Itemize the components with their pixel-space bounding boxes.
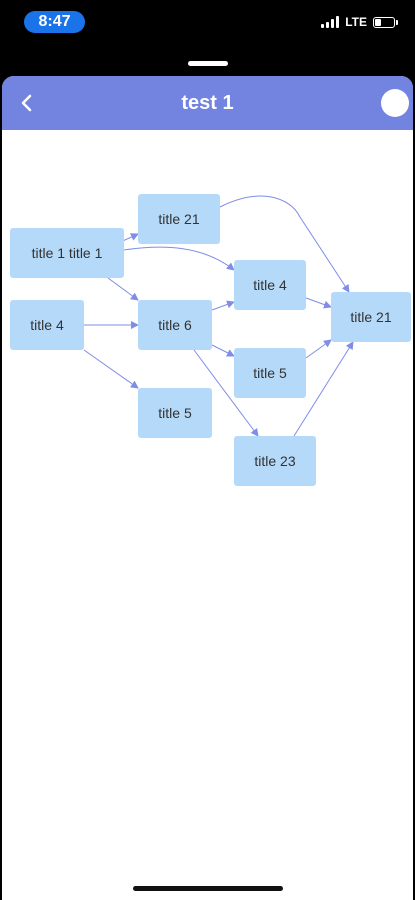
status-bar: 8:47 LTE — [0, 0, 415, 44]
chevron-left-icon — [21, 94, 32, 112]
graph-edge — [211, 344, 235, 357]
graph-edge — [305, 339, 332, 359]
status-time: 8:47 — [24, 11, 85, 33]
graph-node[interactable]: title 5 — [138, 388, 212, 438]
status-indicators: LTE — [321, 14, 398, 30]
app-header: test 1 — [2, 76, 413, 130]
flow-graph: title 1 title 1 title 4 title 21 title 6 tit… — [2, 130, 413, 486]
graph-edge — [293, 341, 354, 437]
graph-edge — [219, 195, 350, 293]
battery-level — [375, 18, 381, 26]
graph-edge — [305, 297, 332, 309]
graph-node[interactable]: title 4 — [10, 300, 84, 350]
battery-icon — [373, 16, 398, 28]
graph-node[interactable]: title 5 — [234, 348, 306, 398]
graph-edge — [123, 246, 235, 271]
graph-node[interactable]: title 23 — [234, 436, 316, 486]
circle-icon[interactable] — [381, 89, 409, 117]
page-title: test 1 — [181, 92, 234, 114]
graph-edges — [83, 195, 354, 437]
back-button[interactable] — [10, 86, 44, 120]
graph-node[interactable]: title 21 — [331, 292, 411, 342]
home-indicator — [133, 886, 283, 891]
network-label: LTE — [345, 15, 367, 29]
graph-edge — [107, 277, 139, 301]
graph-edge — [83, 349, 139, 389]
graph-node[interactable]: title 21 — [138, 194, 220, 244]
signal-icon — [321, 16, 340, 28]
graph-node[interactable]: title 6 — [138, 300, 212, 350]
graph-edge — [211, 300, 235, 311]
graph-node[interactable]: title 1 title 1 — [10, 228, 124, 278]
sheet-grab-handle[interactable] — [188, 61, 228, 66]
graph-node[interactable]: title 4 — [234, 260, 306, 310]
graph-edge — [193, 349, 259, 437]
